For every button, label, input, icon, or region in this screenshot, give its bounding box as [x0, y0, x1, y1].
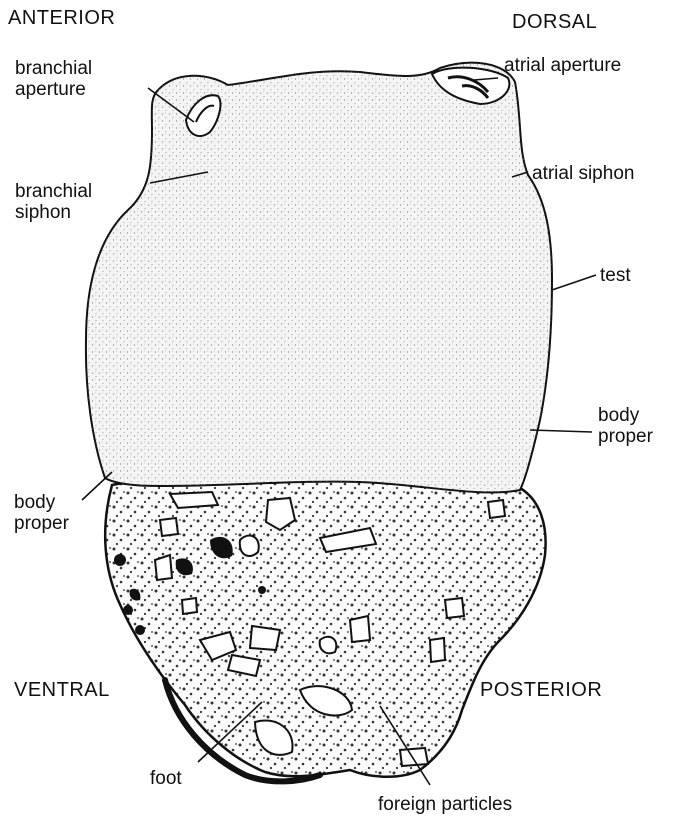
test-stipple [86, 63, 552, 493]
foot-label: foot [150, 768, 182, 789]
body-proper-right-label: body proper [598, 405, 653, 447]
branchial-siphon-line2: siphon [15, 202, 92, 223]
atrial-siphon-label: atrial siphon [532, 163, 634, 184]
body-proper-right-line1: body [598, 405, 653, 426]
body-proper-left-label: body proper [14, 492, 69, 534]
foreign-particles-label: foreign particles [378, 794, 512, 815]
branchial-siphon-line1: branchial [15, 181, 92, 202]
anterior-label: ANTERIOR [8, 8, 115, 29]
posterior-label: POSTERIOR [480, 680, 602, 701]
branchial-aperture-line1: branchial [15, 58, 92, 79]
body-proper-left-line2: proper [14, 513, 69, 534]
body-proper-right-line2: proper [598, 426, 653, 447]
branchial-siphon-label: branchial siphon [15, 181, 92, 223]
branchial-aperture-line2: aperture [15, 79, 92, 100]
dorsal-label: DORSAL [512, 12, 597, 33]
ventral-label: VENTRAL [14, 680, 110, 701]
atrial-aperture-label: atrial aperture [504, 55, 621, 76]
body-proper-left-line1: body [14, 492, 69, 513]
branchial-aperture-label: branchial aperture [15, 58, 92, 100]
test-label: test [600, 265, 631, 286]
